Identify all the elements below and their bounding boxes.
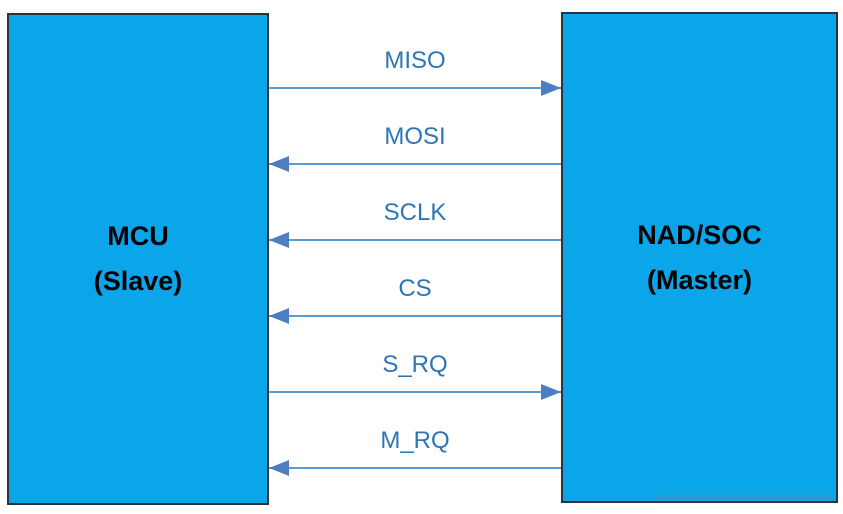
signal-arrow: [269, 460, 561, 476]
signal-arrows: MISO MOSI SCLK CS: [269, 0, 561, 514]
arrow-line: [269, 315, 561, 317]
arrow-line: [269, 163, 561, 165]
signal-label: M_RQ: [380, 427, 450, 454]
arrow-line: [269, 391, 561, 393]
signal-row-s_rq: S_RQ: [269, 346, 561, 402]
arrowhead-icon: [269, 460, 289, 476]
arrowhead-icon: [269, 156, 289, 172]
arrow-line: [269, 467, 561, 469]
arrow-line: [269, 239, 561, 241]
arrow-line: [269, 87, 561, 89]
signal-label: S_RQ: [382, 351, 448, 378]
signal-arrow: [269, 384, 561, 400]
block-nad-soc: NAD/SOC (Master): [561, 12, 838, 503]
block-mcu-subtitle: (Slave): [93, 266, 183, 296]
signal-label: CS: [398, 275, 432, 302]
arrowhead-icon: [269, 232, 289, 248]
signal-arrow: [269, 80, 561, 96]
signal-row-mosi: MOSI: [269, 118, 561, 174]
signal-row-sclk: SCLK: [269, 194, 561, 250]
signal-row-m_rq: M_RQ: [269, 422, 561, 478]
arrowhead-icon: [541, 80, 561, 96]
signal-label: SCLK: [383, 199, 447, 226]
signal-row-cs: CS: [269, 270, 561, 326]
signal-arrow: [269, 156, 561, 172]
arrowhead-icon: [269, 308, 289, 324]
block-mcu: MCU (Slave): [7, 13, 269, 505]
watermark-smudge: [655, 495, 833, 500]
signal-arrow: [269, 308, 561, 324]
block-nad-soc-title: NAD/SOC: [637, 219, 762, 250]
signal-arrow: [269, 232, 561, 248]
signal-label: MISO: [384, 47, 446, 74]
arrowhead-icon: [541, 384, 561, 400]
block-nad-soc-subtitle: (Master): [646, 264, 753, 295]
block-mcu-title: MCU: [107, 221, 169, 251]
signal-row-miso: MISO: [269, 42, 561, 98]
signal-label: MOSI: [384, 123, 446, 150]
